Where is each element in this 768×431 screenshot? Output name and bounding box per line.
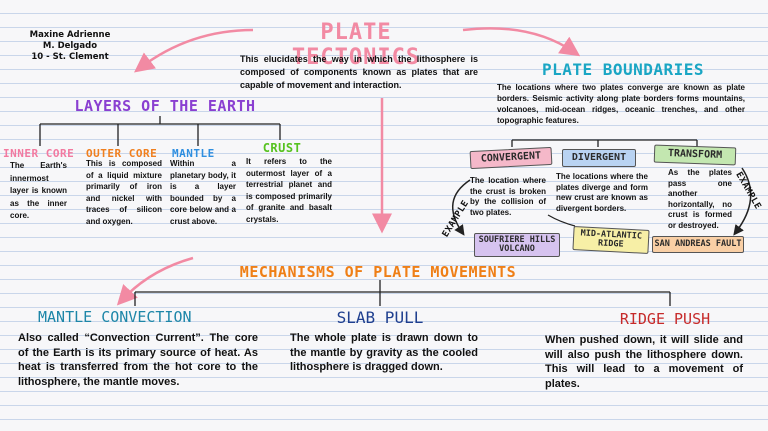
text-convergent: The location where the crust is broken b… <box>470 176 546 217</box>
text-slab-pull: The whole plate is drawn down to the man… <box>290 332 478 373</box>
example-convergent: SOUFRIERE HILLS VOLCANO <box>474 233 560 257</box>
text-crust: It refers to the outermost layer of a te… <box>246 157 332 224</box>
intro-text: This elucidates the way in which the lit… <box>240 54 478 90</box>
example-arrow-right <box>733 167 752 236</box>
label-mantle-convection: MANTLE CONVECTION <box>38 308 192 326</box>
text-divergent: The locations where the plates diverge a… <box>556 172 648 213</box>
boundaries-intro: The locations where two plates converge … <box>497 83 745 125</box>
label-inner-core: INNER CORE <box>3 147 75 160</box>
label-crust: CRUST <box>262 141 302 155</box>
author-name: Maxine Adrienne <box>29 30 111 40</box>
text-outer-core: This is composed of a liquid mixture pri… <box>86 159 162 226</box>
example-arrow-middle <box>547 214 576 227</box>
layers-tree <box>39 116 281 146</box>
example-arrow-left <box>451 179 471 236</box>
label-transform: TRANSFORM <box>653 144 737 166</box>
text-ridge-push: When pushed down, it will slide and will… <box>545 334 743 390</box>
example-divergent: MID-ATLANTIC RIDGE <box>572 226 650 254</box>
text-mantle-convection: Also called “Convection Current”. The co… <box>18 332 258 388</box>
arrow-to-layers <box>134 28 254 73</box>
text-transform: As the plates pass one another horizonta… <box>668 168 732 230</box>
arrow-to-boundaries <box>462 27 581 57</box>
label-slab-pull: SLAB PULL <box>336 308 424 327</box>
label-divergent: DIVERGENT <box>562 149 636 167</box>
page-title: PLATE TECTONICS <box>291 20 421 70</box>
text-mantle: Within a planetary body, it is a layer b… <box>170 159 236 226</box>
label-outer-core: OUTER CORE <box>86 147 158 160</box>
mechanisms-heading: MECHANISMS OF PLATE MOVEMENTS <box>239 263 517 281</box>
label-ridge-push: RIDGE PUSH <box>619 310 711 328</box>
label-mantle: MANTLE <box>172 147 215 160</box>
mechanisms-tree <box>134 280 671 306</box>
author-block: Maxine Adrienne M. Delgado 10 - St. Clem… <box>10 30 130 63</box>
text-inner-core: The Earth's innermost layer is known as … <box>10 161 67 220</box>
layers-heading: LAYERS OF THE EARTH <box>74 97 256 115</box>
author-surname: M. Delgado <box>42 41 98 51</box>
author-section: 10 - St. Clement <box>31 52 109 62</box>
boundaries-heading: PLATE BOUNDARIES <box>541 60 705 79</box>
arrow-to-convection <box>116 256 194 306</box>
example-transform: SAN ANDREAS FAULT <box>652 236 744 253</box>
